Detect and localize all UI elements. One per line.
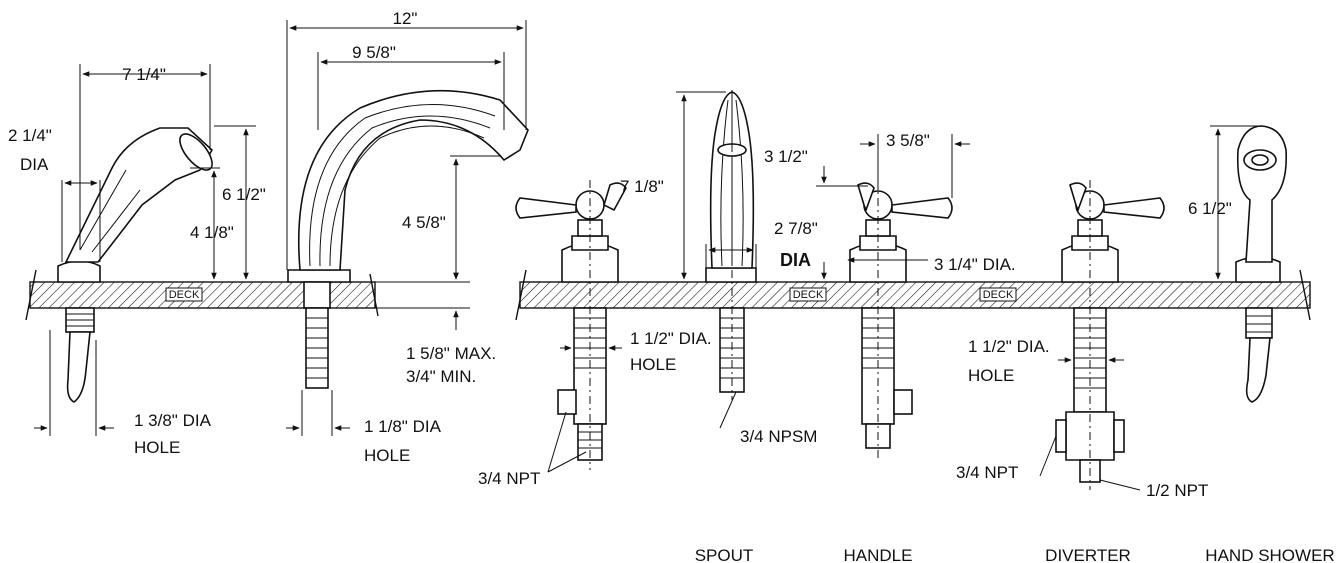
valve-handle-center (849, 182, 953, 449)
arch-spout (287, 89, 529, 389)
label-diverter-inlet: 3/4 NPT (956, 463, 1018, 482)
hand-shower-right (1235, 125, 1288, 403)
label-1-1-8-dia: 1 1/8" DIA (364, 417, 442, 436)
deck-label-right: DECK (983, 289, 1014, 301)
label-12: 12" (393, 9, 418, 28)
valve-handle-left (515, 182, 627, 461)
label-diverter-hole-dia: 1 1/2" DIA. (968, 337, 1050, 356)
caption-hand-shower: HAND SHOWER (1205, 546, 1334, 563)
label-diverter-outlet: 1/2 NPT (1146, 481, 1208, 500)
diverter (1055, 182, 1165, 483)
label-7-1-8: 7 1/8" (620, 177, 664, 196)
dimension-labels: 12" 9 5/8" 7 1/4" 2 1/4" DIA 6 1/2" 4 1/… (8, 9, 1232, 500)
label-valve-npt: 3/4 NPT (478, 469, 540, 488)
label-4-1-8: 4 1/8" (190, 223, 234, 242)
caption-diverter: DIVERTER (1045, 546, 1131, 563)
label-7-1-4: 7 1/4" (122, 65, 166, 84)
dimension-lines (34, 20, 1262, 491)
label-1-1-8-hole: HOLE (364, 446, 410, 465)
label-3-1-2: 3 1/2" (764, 147, 808, 166)
label-4-5-8: 4 5/8" (402, 213, 446, 232)
label-1-3-8-dia: 1 3/8" DIA (134, 411, 212, 430)
caption-spout: SPOUT (695, 546, 754, 563)
label-2-7-8-dia: DIA (780, 250, 811, 270)
roman-spout (705, 91, 757, 393)
deck-label-left: DECK (169, 289, 200, 301)
captions: SPOUT HANDLE DIVERTER HAND SHOWER (695, 546, 1335, 563)
label-2-1-4: 2 1/4" (8, 126, 52, 145)
label-valve-hole: HOLE (630, 355, 676, 374)
label-9-5-8: 9 5/8" (352, 43, 396, 62)
label-6-1-2-right: 6 1/2" (1188, 199, 1232, 218)
label-deck-max: 1 5/8" MAX. (406, 344, 496, 363)
label-3-1-4-dia: 3 1/4" DIA. (934, 255, 1016, 274)
label-2-7-8: 2 7/8" (774, 219, 818, 238)
label-npsm: 3/4 NPSM (740, 427, 817, 446)
label-3-5-8: 3 5/8" (886, 131, 930, 150)
label-diverter-hole: HOLE (968, 366, 1014, 385)
hand-shower-left (57, 127, 214, 403)
deck-right: DECK DECK (515, 269, 1311, 321)
deck-label-middle: DECK (793, 289, 824, 301)
label-deck-min: 3/4" MIN. (406, 367, 476, 386)
label-6-1-2-left: 6 1/2" (222, 185, 266, 204)
label-1-3-8-hole: HOLE (134, 438, 180, 457)
center-lines (589, 90, 1091, 490)
label-2-1-4-dia: DIA (20, 155, 49, 174)
caption-handle: HANDLE (844, 546, 913, 563)
label-valve-hole-dia: 1 1/2" DIA. (630, 329, 712, 348)
